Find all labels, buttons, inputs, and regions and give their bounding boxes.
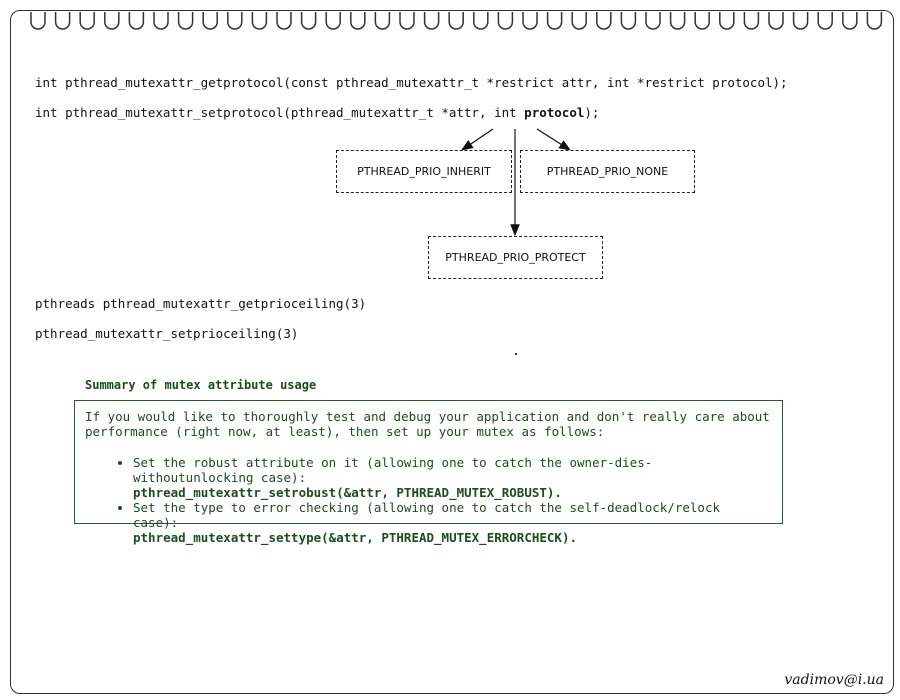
summary-item-text: Set the type to error checking (allowing… <box>133 500 720 530</box>
binding-ring <box>448 12 464 30</box>
protocol-param: protocol <box>524 105 585 120</box>
protocol-protect-box: PTHREAD_PRIO_PROTECT <box>428 236 603 279</box>
binding-ring <box>227 12 243 30</box>
binding-ring <box>842 12 858 30</box>
stray-dot <box>515 353 517 355</box>
binding-ring <box>792 12 809 30</box>
binding-ring <box>399 12 415 30</box>
binding-ring <box>817 12 833 30</box>
setprotocol-prefix: int pthread_mutexattr_setprotocol(pthrea… <box>35 105 525 120</box>
binding-ring <box>694 12 710 30</box>
binding-ring <box>79 12 95 30</box>
binding-ring <box>54 12 71 30</box>
notebook-page <box>10 10 894 694</box>
protocol-none-box: PTHREAD_PRIO_NONE <box>520 150 695 193</box>
binding-ring <box>276 12 292 30</box>
binding-ring <box>251 12 268 30</box>
binding-ring <box>620 12 637 30</box>
binding-ring <box>522 12 538 30</box>
binding-ring <box>719 12 735 30</box>
getprotocol-signature: int pthread_mutexattr_getprotocol(const … <box>35 75 788 90</box>
spiral-binding <box>30 12 883 30</box>
protocol-inherit-box: PTHREAD_PRIO_INHERIT <box>336 150 512 193</box>
binding-ring <box>768 12 784 30</box>
binding-ring <box>645 12 661 30</box>
protocol-none-label: PTHREAD_PRIO_NONE <box>546 165 669 178</box>
binding-ring <box>177 12 194 30</box>
summary-box: If you would like to thoroughly test and… <box>74 400 783 545</box>
binding-ring <box>153 12 169 30</box>
binding-ring <box>473 12 489 30</box>
binding-ring <box>423 12 440 30</box>
setprotocol-suffix: ); <box>584 105 600 120</box>
binding-ring <box>596 12 612 30</box>
binding-ring <box>497 12 514 30</box>
summary-item-robust: Set the robust attribute on it (allowing… <box>133 455 772 500</box>
author-signature: vadimov@i.ua <box>784 672 884 688</box>
binding-ring <box>350 12 366 30</box>
binding-ring <box>374 12 391 30</box>
setprioceiling-reference: pthread_mutexattr_setprioceiling(3) <box>35 326 299 341</box>
protocol-inherit-label: PTHREAD_PRIO_INHERIT <box>357 165 491 178</box>
binding-ring <box>104 12 120 30</box>
binding-ring <box>30 12 46 30</box>
binding-ring <box>128 12 145 30</box>
summary-list: Set the robust attribute on it (allowing… <box>85 455 772 545</box>
summary-title: Summary of mutex attribute usage <box>85 378 317 392</box>
binding-ring <box>669 12 686 30</box>
summary-item-text: Set the robust attribute on it (allowing… <box>133 455 653 485</box>
summary-item-code: pthread_mutexattr_setrobust(&attr, PTHRE… <box>133 485 562 500</box>
protocol-protect-label: PTHREAD_PRIO_PROTECT <box>445 251 586 264</box>
binding-ring <box>325 12 341 30</box>
binding-ring <box>571 12 587 30</box>
binding-ring <box>743 12 760 30</box>
summary-item-code: pthread_mutexattr_settype(&attr, PTHREAD… <box>133 530 578 545</box>
getprioceiling-reference: pthreads pthread_mutexattr_getprioceilin… <box>35 296 367 311</box>
binding-ring <box>202 12 218 30</box>
binding-ring <box>866 12 883 30</box>
setprotocol-signature: int pthread_mutexattr_setprotocol(pthrea… <box>35 105 599 120</box>
summary-item-errorcheck: Set the type to error checking (allowing… <box>133 500 772 545</box>
binding-ring <box>546 12 563 30</box>
summary-intro: If you would like to thoroughly test and… <box>85 409 770 439</box>
binding-ring <box>300 12 317 30</box>
